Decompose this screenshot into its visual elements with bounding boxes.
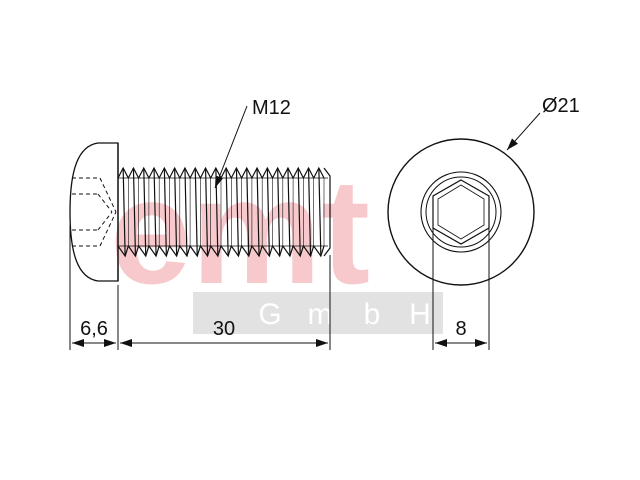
thread-leader-line (214, 105, 248, 189)
head-outline (69, 142, 119, 282)
thread-crest-line (122, 167, 126, 257)
thread-crest-line (277, 167, 281, 257)
thread-crest-line (132, 167, 137, 257)
length-label: 30 (213, 318, 235, 340)
thread-crest-line (246, 167, 250, 257)
socket-chamfer-circle (420, 171, 502, 253)
screw-thread-side-view (117, 166, 331, 258)
thread-crest-line (194, 167, 198, 257)
thread-crest-line (143, 167, 147, 257)
screw-head-front-view (387, 138, 535, 286)
thread-crest-line (256, 167, 260, 257)
head-outer-circle (387, 138, 535, 286)
thread-crest-line (184, 167, 188, 257)
thread-end-chamfer (323, 167, 331, 257)
thread-crest-line (153, 167, 157, 257)
watermark-letter-b: b (364, 298, 381, 331)
thread-crest-line (318, 167, 322, 257)
screw-head-side-view (69, 142, 119, 282)
watermark-gray-bar (193, 292, 443, 334)
hex-socket-inner (437, 184, 485, 240)
thread-crest-line (307, 167, 312, 257)
thread-crest-line (163, 167, 167, 257)
watermark-letter-g: G (258, 298, 281, 331)
watermark-letter-h: H (409, 298, 431, 331)
thread-crest-line (266, 167, 270, 257)
thread-crest-line (225, 167, 229, 257)
hex-socket-hidden-lines (72, 177, 117, 247)
diameter-label: Ø21 (542, 95, 580, 117)
thread-crest-line (204, 167, 209, 257)
thread-crest-line (287, 167, 291, 257)
diameter-leader-line (506, 112, 541, 151)
watermark-letter-m: m (308, 298, 333, 331)
hex-size-label: 8 (455, 318, 466, 340)
head-height-label: 6,6 (80, 318, 108, 340)
socket-inner-circle (425, 176, 497, 248)
thread-size-label: M12 (252, 97, 291, 119)
dimension-lines (69, 105, 541, 350)
thread-crest-line (235, 167, 240, 257)
thread-crest-line (297, 167, 301, 257)
thread-flank-lines (122, 167, 325, 257)
thread-crest-line (174, 167, 178, 257)
hex-socket (432, 179, 490, 245)
